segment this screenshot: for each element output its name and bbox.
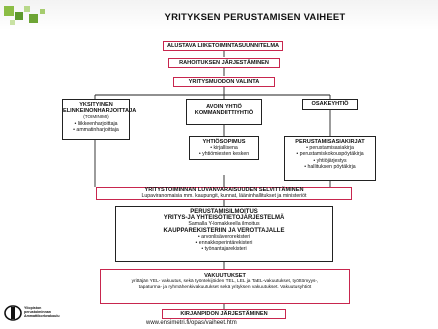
step-financing-label: RAHOITUKSEN JÄRJESTÄMINEN (179, 60, 269, 66)
insurance-line1: yrittäjän YEL- vakuutus, sekä työntekijö… (131, 279, 319, 285)
step-financing: RAHOITUKSEN JÄRJESTÄMINEN (168, 58, 280, 68)
partnership-agreement-title: YHTIÖSOPIMUS (202, 139, 246, 145)
registration-item: • työnantajarekisteri (201, 246, 247, 253)
form-sole-trader: YKSITYINEN ELINKEINONHARJOITTAJA (TOIMIN… (62, 99, 137, 140)
logo-line: Ammattikorkeakoulu (24, 314, 60, 319)
permits-box: YRITYSTOIMINNAN LUVANVARAISUUDEN SELVITT… (96, 187, 352, 200)
insurance-title: VAKUUTUKSET (204, 273, 246, 279)
form-sole-trader-item: • ammatinharjoittaja (73, 126, 119, 133)
footer-url: www.ensimetri.fi/opas/vaiheet.htm (146, 320, 237, 326)
registration-line1: PERUSTAMISILMOITUS (190, 209, 258, 215)
form-partnership: AVOIN YHTIÖ KOMMANDIITTIYHTIÖ (186, 99, 262, 125)
partnership-agreement-item: • kirjallisena (210, 145, 238, 152)
page-title: YRITYKSEN PERUSTAMISEN VAIHEET (164, 12, 346, 23)
form-limited-company: OSAKEYHTIÖ (302, 99, 358, 110)
logo-text: Yliopiston perustoiminnan Ammattikorkeak… (24, 306, 60, 319)
form-partnership-title1: AVOIN YHTIÖ (206, 104, 242, 110)
registration-line3: Samalla Y-lomakkeella ilmoitus (188, 221, 260, 228)
form-partnership-title2: KOMMANDIITTIYHTIÖ (194, 110, 254, 117)
form-limited-company-title: OSAKEYHTIÖ (311, 101, 349, 107)
logo-line: perustoiminnan (24, 310, 51, 315)
founding-documents-item: • yhtiöjärjestys (313, 157, 347, 164)
partnership-agreement: YHTIÖSOPIMUS • kirjallisena • yhtiömiest… (189, 136, 259, 160)
permits-text: Lupaviranomaisia mm. kaupungit, kunnat, … (141, 192, 307, 199)
step-business-plan: ALUSTAVA LIIKETOIMINTASUUNNITELMA (163, 41, 283, 51)
registration-line2: YRITYS-JA YHTEISÖTIETOJÄRJESTELMÄ (163, 215, 285, 222)
founding-documents-title: PERUSTAMISASIAKIRJAT (295, 139, 365, 145)
founding-documents-item: • perustamiskokouspöytäkirja (296, 151, 364, 158)
form-sole-trader-title2: ELINKEINONHARJOITTAJA (63, 108, 137, 115)
founding-documents-item: • hallituksen pöytäkirja (304, 163, 356, 170)
logo-line: Yliopiston (24, 306, 42, 310)
registration-box: PERUSTAMISILMOITUS YRITYS-JA YHTEISÖTIET… (115, 206, 333, 262)
insurance-line2: tapaturma- ja ryhmähenkivakuutukset sekä… (138, 285, 312, 291)
form-sole-trader-title1: YKSITYINEN (79, 102, 113, 108)
founding-documents: PERUSTAMISASIAKIRJAT • perustamisasiakir… (284, 136, 376, 181)
bookkeeping-box: KIRJANPIDON JÄRJESTÄMINEN (162, 309, 286, 319)
step-business-plan-label: ALUSTAVA LIIKETOIMINTASUUNNITELMA (166, 43, 280, 49)
header-background (0, 0, 438, 30)
registration-item: • ennakkoperintärekisteri (195, 240, 253, 247)
step-company-form: YRITYSMUODON VALINTA (173, 77, 275, 87)
step-company-form-label: YRITYSMUODON VALINTA (188, 79, 260, 85)
partnership-agreement-item: • yhtiömiesten kesken (198, 151, 250, 158)
form-sole-trader-item: • liikkeenharjoittaja (74, 120, 118, 127)
permits-title: YRITYSTOIMINNAN LUVANVARAISUUDEN SELVITT… (144, 187, 304, 193)
founding-documents-item: • perustamisasiakirja (306, 145, 354, 152)
insurance-box: VAKUUTUKSET yrittäjän YEL- vakuutus, sek… (100, 269, 350, 304)
bookkeeping-label: KIRJANPIDON JÄRJESTÄMINEN (180, 311, 268, 317)
form-sole-trader-sub: (TOIMINIMI) (83, 114, 109, 120)
registration-line4: KAUPPAREKISTERIIN JA VEROTTAJALLE (163, 227, 285, 234)
registration-item: • arvonlisäverorekisteri (197, 233, 251, 240)
